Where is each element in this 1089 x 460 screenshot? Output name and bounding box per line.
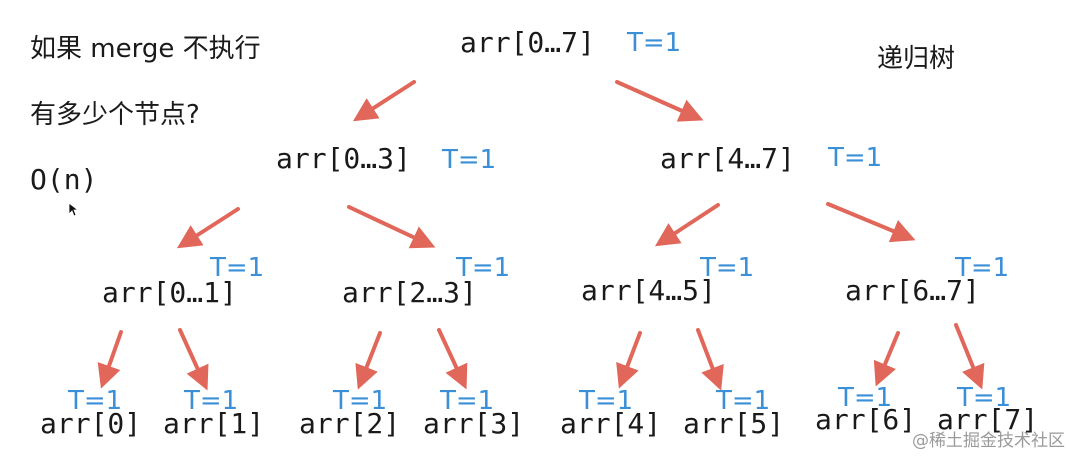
edge-l2_1-to-leaf_3 — [437, 328, 468, 390]
edge-root-to-l1_left — [352, 80, 416, 122]
cost-l2-1: T=1 — [456, 253, 511, 283]
note-merge-question: 如果 merge 不执行 — [30, 34, 261, 64]
cost-l2-0: T=1 — [210, 253, 265, 283]
node-root: arr[0…7] — [460, 26, 595, 59]
node-leaf-2: arr[2] — [299, 407, 401, 440]
note-node-count-question: 有多少个节点? — [30, 100, 200, 130]
cost-l1-right: T=1 — [828, 143, 883, 173]
cost-root: T=1 — [627, 28, 682, 58]
cost-leaf-3: T=1 — [440, 386, 495, 416]
cost-leaf-4: T=1 — [579, 386, 634, 416]
node-leaf-7: arr[7] — [937, 403, 1039, 436]
node-leaf-5: arr[5] — [683, 407, 785, 440]
node-leaf-1: arr[1] — [163, 407, 265, 440]
edge-l2_3-to-leaf_6 — [873, 331, 900, 387]
cost-leaf-5: T=1 — [716, 386, 771, 416]
node-l2-2: arr[4…5] — [581, 274, 716, 307]
cost-leaf-2: T=1 — [333, 386, 388, 416]
node-l1-left: arr[0…3] — [276, 142, 411, 175]
node-l2-1: arr[2…3] — [342, 276, 477, 309]
cost-l1-left: T=1 — [442, 145, 497, 175]
cost-leaf-0: T=1 — [68, 386, 123, 416]
edge-l2_0-to-leaf_1 — [178, 328, 209, 391]
node-leaf-3: arr[3] — [423, 407, 525, 440]
edge-l1_left-to-l2_1 — [347, 205, 436, 249]
cost-leaf-6: T=1 — [838, 383, 893, 413]
watermark: @稀土掘金技术社区 — [912, 431, 1065, 451]
edge-root-to-l1_right — [615, 80, 704, 122]
cost-leaf-1: T=1 — [184, 386, 239, 416]
note-complexity: O(n) — [30, 163, 98, 196]
node-leaf-4: arr[4] — [560, 407, 662, 440]
edge-l1_right-to-l2_2 — [654, 203, 720, 247]
edge-l2_0-to-leaf_0 — [97, 330, 123, 389]
cost-l2-3: T=1 — [955, 253, 1010, 283]
node-l2-3: arr[6…7] — [845, 274, 980, 307]
edge-l1_left-to-l2_0 — [176, 207, 240, 249]
node-l2-0: arr[0…1] — [102, 276, 237, 309]
mouse-cursor-icon — [68, 202, 80, 217]
tree-title: 递归树 — [877, 44, 956, 74]
edge-l1_right-to-l2_3 — [826, 202, 916, 243]
edge-l2_2-to-leaf_5 — [696, 328, 724, 391]
cost-leaf-7: T=1 — [957, 383, 1012, 413]
cost-l2-2: T=1 — [700, 253, 755, 283]
edge-l2_2-to-leaf_4 — [616, 331, 642, 389]
node-leaf-6: arr[6] — [815, 403, 917, 436]
node-l1-right: arr[4…7] — [660, 142, 795, 175]
node-leaf-0: arr[0] — [40, 407, 142, 440]
edge-l2_3-to-leaf_7 — [954, 323, 985, 390]
edge-l2_1-to-leaf_2 — [355, 331, 382, 390]
